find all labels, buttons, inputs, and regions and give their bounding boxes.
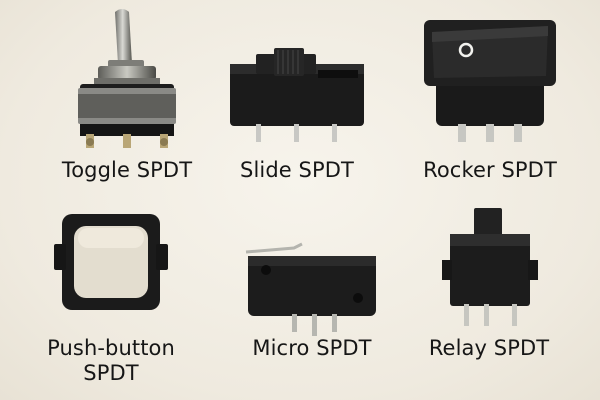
product-rocker: Rocker SPDT bbox=[410, 6, 570, 183]
product-label-micro: Micro SPDT bbox=[252, 336, 372, 360]
micro-switch-icon bbox=[245, 242, 376, 336]
push-button-switch-icon bbox=[54, 214, 168, 310]
product-relay: Relay SPDT bbox=[414, 206, 564, 361]
product-micro: Micro SPDT bbox=[232, 206, 392, 361]
product-label-toggle: Toggle SPDT bbox=[61, 158, 193, 182]
slide-switch-icon bbox=[230, 48, 364, 142]
product-label-relay: Relay SPDT bbox=[428, 336, 550, 360]
product-label-pushbutton: Push-button SPDT bbox=[47, 336, 175, 385]
product-label-slide: Slide SPDT bbox=[240, 158, 354, 182]
product-label-rocker: Rocker SPDT bbox=[423, 158, 557, 182]
product-pushbutton: Push-button SPDT bbox=[36, 206, 186, 386]
toggle-switch-icon bbox=[78, 9, 176, 148]
product-slide: Slide SPDT bbox=[222, 6, 372, 183]
rocker-switch-icon bbox=[424, 20, 556, 142]
relay-switch-icon bbox=[442, 208, 538, 326]
product-toggle: Toggle SPDT bbox=[52, 6, 202, 183]
